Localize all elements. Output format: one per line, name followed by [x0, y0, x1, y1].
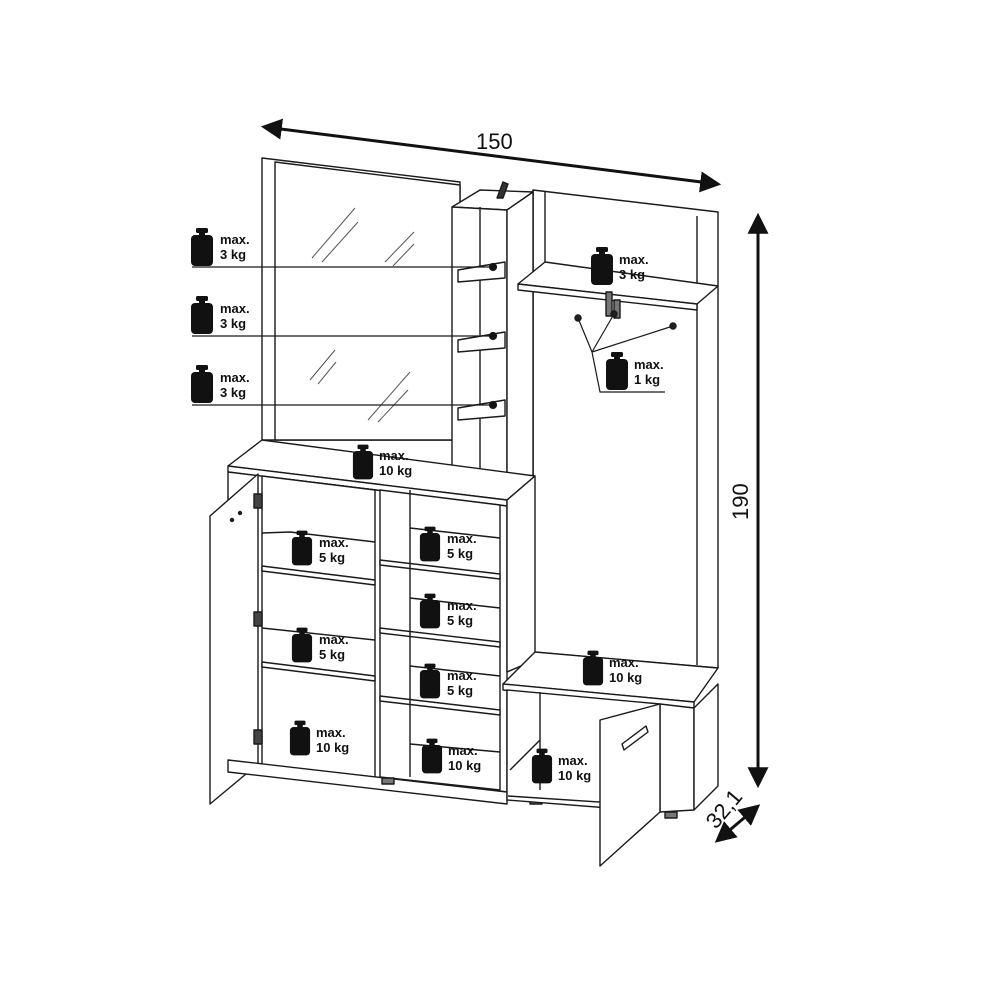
leader-lines: [192, 262, 674, 410]
mirror-reflections: [309, 207, 415, 423]
load-max: max.: [220, 370, 250, 385]
weight-icon: [191, 365, 213, 403]
bench-door: [599, 703, 661, 867]
weight-icon: [191, 296, 213, 334]
load-max: max.: [316, 725, 346, 740]
load-hooks: max. 1 kg: [606, 352, 664, 390]
load-kg: 5 kg: [447, 613, 473, 628]
load-max: max.: [619, 252, 649, 267]
load-kg: 5 kg: [319, 550, 345, 565]
load-kg: 10 kg: [558, 768, 591, 783]
load-kg: 3 kg: [619, 267, 645, 282]
load-max: max.: [447, 668, 477, 683]
load-mirror-shelf-3: max. 3 kg: [191, 365, 250, 403]
width-dimension: 150: [260, 118, 722, 193]
load-kg: 5 kg: [447, 546, 473, 561]
mirror-glass: [274, 161, 461, 441]
load-max: max.: [379, 448, 409, 463]
load-mid-shelf-1: max. 5 kg: [419, 526, 477, 562]
load-bench-top: max. 10 kg: [582, 650, 642, 686]
load-mid-shelf-3: max. 5 kg: [419, 663, 477, 699]
load-max: max.: [220, 301, 250, 316]
load-max: max.: [634, 357, 664, 372]
coat-hooks: [574, 291, 677, 330]
base-plinth: [227, 759, 508, 805]
weight-icon: [352, 444, 374, 480]
weight-icon: [191, 228, 213, 266]
load-kg: 5 kg: [447, 683, 473, 698]
load-kg: 10 kg: [379, 463, 412, 478]
load-kg: 5 kg: [319, 647, 345, 662]
load-kg: 10 kg: [316, 740, 349, 755]
load-max: max.: [447, 598, 477, 613]
height-dimension: 190: [728, 212, 769, 789]
bench-side: [693, 683, 719, 811]
load-kg: 3 kg: [220, 385, 246, 400]
load-kg: 10 kg: [609, 670, 642, 685]
door-handle: [621, 725, 649, 751]
tower-hook: [496, 181, 509, 199]
load-mid-bottom: max. 10 kg: [421, 738, 481, 774]
left-door: [209, 473, 259, 805]
load-max: max.: [319, 535, 349, 550]
load-cabinet-top: max. 10 kg: [352, 444, 412, 480]
load-mirror-shelf-2: max. 3 kg: [191, 296, 250, 334]
cabinet-side: [506, 475, 536, 673]
load-left-shelf-2: max. 5 kg: [291, 627, 349, 663]
load-max: max.: [448, 743, 478, 758]
load-top-shelf: max. 3 kg: [591, 247, 649, 285]
load-mid-shelf-2: max. 5 kg: [419, 593, 477, 629]
load-max: max.: [609, 655, 639, 670]
load-max: max.: [447, 531, 477, 546]
load-kg: 10 kg: [448, 758, 481, 773]
door-hinges: [253, 493, 263, 745]
width-label: 150: [476, 129, 513, 154]
load-bench-inside: max. 10 kg: [531, 748, 591, 784]
load-left-shelf-1: max. 5 kg: [291, 530, 349, 566]
load-max: max.: [319, 632, 349, 647]
tower-side: [506, 191, 534, 489]
height-label: 190: [728, 483, 753, 520]
load-kg: 1 kg: [634, 372, 660, 387]
load-kg: 3 kg: [220, 247, 246, 262]
load-max: max.: [220, 232, 250, 247]
load-kg: 3 kg: [220, 316, 246, 331]
load-mirror-shelf-1: max. 3 kg: [191, 228, 250, 266]
load-left-bottom: max. 10 kg: [289, 720, 349, 756]
furniture: [209, 157, 719, 867]
load-max: max.: [558, 753, 588, 768]
